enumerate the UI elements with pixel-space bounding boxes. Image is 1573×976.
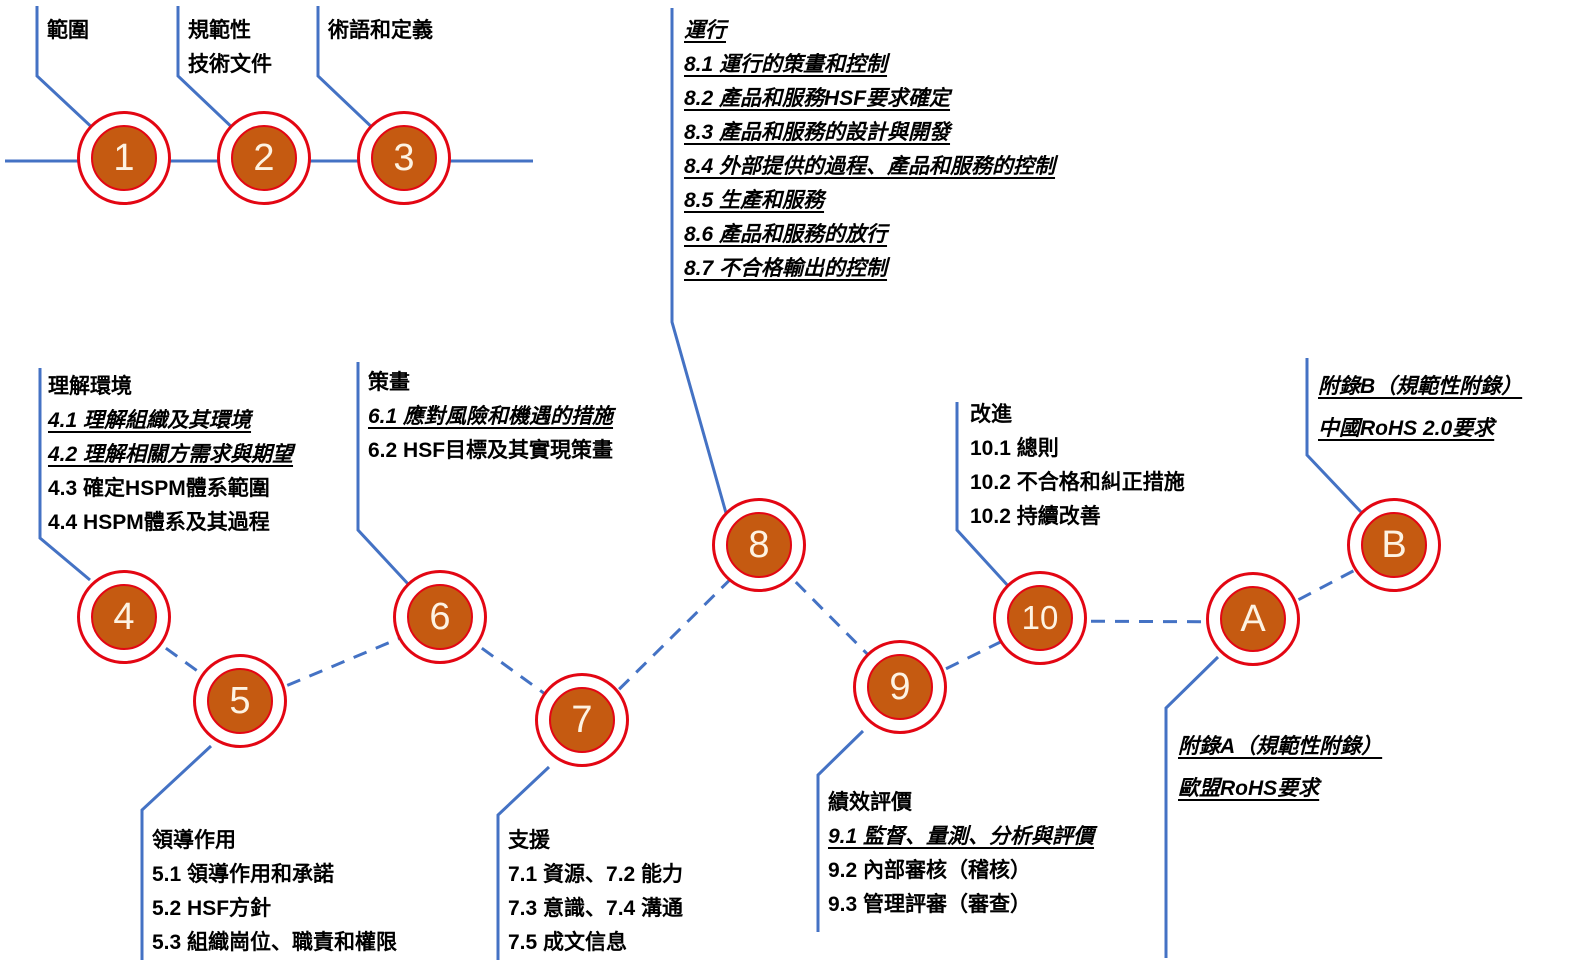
- section-normative-line1: 規範性: [188, 19, 251, 42]
- section-scope-title: 範圍: [47, 19, 89, 42]
- section-support-title: 支援: [508, 829, 550, 852]
- clause-item-9-1: 9.1 監督、量測、分析與評價: [828, 825, 1095, 848]
- node-4-label: 4: [91, 584, 157, 650]
- section-planning: 策畫 6.1 應對風險和機遇的措施 6.2 HSF目標及其實現策畫: [368, 366, 613, 468]
- section-normative: 規範性 技術文件: [188, 14, 272, 82]
- section-terms: 術語和定義: [328, 14, 433, 48]
- clause-item-6-2: 6.2 HSF目標及其實現策畫: [368, 439, 614, 462]
- node-6: 6: [393, 570, 487, 664]
- clause-item-4-1: 4.1 理解組織及其環境: [48, 409, 252, 432]
- leader-scope: [35, 6, 100, 135]
- section-support: 支援 7.1 資源、7.2 能力 7.3 意識、7.4 溝通 7.5 成文信息: [508, 824, 683, 960]
- clause-item-8-2: 8.2 產品和服務HSF要求確定: [684, 87, 951, 110]
- clause-item-8-6: 8.6 產品和服務的放行: [684, 223, 888, 246]
- node-2-label: 2: [231, 125, 297, 191]
- clause-item-8-1: 8.1 運行的策畫和控制: [684, 53, 888, 76]
- clause-item-8-5: 8.5 生產和服務: [684, 189, 825, 212]
- clause-item-4-2: 4.2 理解相關方需求與期望: [48, 443, 294, 466]
- node-9-label: 9: [867, 654, 933, 720]
- node-3-label: 3: [371, 125, 437, 191]
- leader-context: [38, 368, 91, 582]
- section-planning-title: 策畫: [368, 371, 410, 394]
- section-annex-a: 附錄A（規範性附錄） 歐盟RoHS要求: [1178, 726, 1382, 810]
- node-5: 5: [193, 654, 287, 748]
- clause-item-7-5: 7.5 成文信息: [508, 931, 628, 954]
- annex-a-line1: 附錄A（規範性附錄）: [1178, 735, 1383, 758]
- node-A: A: [1206, 572, 1300, 666]
- clause-item-5-1: 5.1 領導作用和承諾: [152, 863, 335, 886]
- section-performance-title: 績效評價: [828, 791, 912, 814]
- section-scope: 範圍: [47, 14, 89, 48]
- leader-annex-a: [1164, 655, 1220, 958]
- clause-item-5-2: 5.2 HSF方針: [152, 897, 272, 920]
- node-2: 2: [217, 111, 311, 205]
- node-10: 10: [993, 571, 1087, 665]
- clause-item-7-3-7-4: 7.3 意識、7.4 溝通: [508, 897, 684, 920]
- section-terms-title: 術語和定義: [328, 19, 433, 42]
- node-5-label: 5: [207, 668, 273, 734]
- node-1-label: 1: [91, 125, 157, 191]
- leader-normative: [176, 6, 240, 135]
- node-9: 9: [853, 640, 947, 734]
- section-normative-line2: 技術文件: [188, 53, 272, 76]
- section-operation: 運行 8.1 運行的策畫和控制 8.2 產品和服務HSF要求確定 8.3 產品和…: [684, 14, 1055, 286]
- clause-item-5-3: 5.3 組織崗位、職責和權限: [152, 931, 398, 954]
- clause-item-9-3: 9.3 管理評審（審查）: [828, 893, 1032, 916]
- node-10-label: 10: [1007, 585, 1073, 651]
- node-B-label: B: [1361, 512, 1427, 578]
- section-improvement: 改進 10.1 總則 10.2 不合格和糾正措施 10.2 持續改善: [970, 398, 1185, 534]
- leader-performance: [816, 729, 865, 932]
- node-1: 1: [77, 111, 171, 205]
- leader-terms: [316, 6, 380, 135]
- section-annex-b: 附錄B（規範性附錄） 中國RoHS 2.0要求: [1318, 366, 1522, 450]
- clause-item-9-2: 9.2 內部審核（稽核）: [828, 859, 1032, 882]
- node-4: 4: [77, 570, 171, 664]
- clause-item-6-1: 6.1 應對風險和機遇的措施: [368, 405, 614, 428]
- clause-item-8-7: 8.7 不合格輸出的控制: [684, 257, 888, 280]
- leader-leadership: [140, 744, 213, 960]
- node-8-label: 8: [726, 512, 792, 578]
- leader-operation: [670, 8, 728, 514]
- clause-item-8-3: 8.3 產品和服務的設計與開發: [684, 121, 951, 144]
- section-context: 理解環境 4.1 理解組織及其環境 4.2 理解相關方需求與期望 4.3 確定H…: [48, 370, 293, 540]
- node-7: 7: [535, 673, 629, 767]
- annex-b-line2: 中國RoHS 2.0要求: [1318, 417, 1495, 440]
- path-7-8: [583, 546, 764, 725]
- leader-planning: [356, 362, 411, 587]
- section-operation-title: 運行: [684, 19, 726, 42]
- annex-a-line2: 歐盟RoHS要求: [1178, 777, 1320, 800]
- section-performance: 績效評價 9.1 監督、量測、分析與評價 9.2 內部審核（稽核） 9.3 管理…: [828, 786, 1094, 922]
- leader-support: [496, 765, 551, 960]
- clause-item-7-1-7-2: 7.1 資源、7.2 能力: [508, 863, 684, 886]
- clause-item-10-3: 10.2 持續改善: [970, 505, 1101, 528]
- node-A-label: A: [1220, 586, 1286, 652]
- leader-improvement: [955, 402, 1012, 590]
- node-7-label: 7: [549, 687, 615, 753]
- section-context-title: 理解環境: [48, 375, 132, 398]
- node-3: 3: [357, 111, 451, 205]
- section-leadership-title: 領導作用: [152, 829, 236, 852]
- node-B: B: [1347, 498, 1441, 592]
- clause-item-4-3: 4.3 確定HSPM體系範圍: [48, 477, 270, 500]
- node-8: 8: [712, 498, 806, 592]
- clause-item-8-4: 8.4 外部提供的過程、產品和服務的控制: [684, 155, 1056, 178]
- clause-item-10-2: 10.2 不合格和糾正措施: [970, 471, 1185, 494]
- annex-b-line1: 附錄B（規範性附錄）: [1318, 375, 1523, 398]
- leader-annex-b: [1305, 358, 1363, 514]
- clause-item-10-1: 10.1 總則: [970, 437, 1059, 460]
- node-6-label: 6: [407, 584, 473, 650]
- section-improvement-title: 改進: [970, 403, 1012, 426]
- clause-item-4-4: 4.4 HSPM體系及其過程: [48, 511, 270, 534]
- section-leadership: 領導作用 5.1 領導作用和承諾 5.2 HSF方針 5.3 組織崗位、職責和權…: [152, 824, 397, 960]
